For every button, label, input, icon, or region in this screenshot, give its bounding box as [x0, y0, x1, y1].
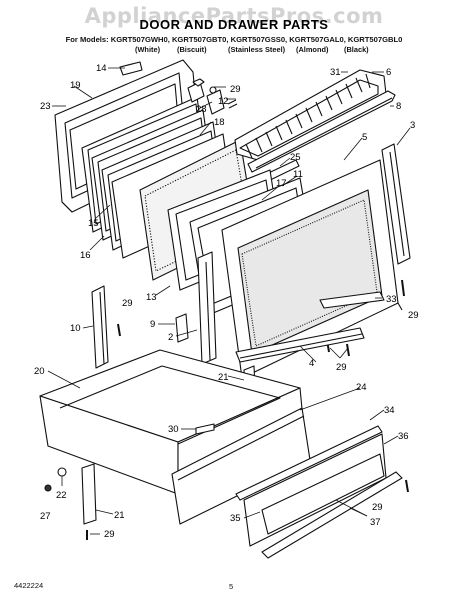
callout: 4	[309, 358, 314, 369]
callout: 14	[96, 63, 107, 74]
callout: 30	[168, 424, 179, 435]
callout: 21	[114, 510, 125, 521]
callout-numbers: 14 19 23 28 12 29 18 31 6 8 3 5 25 11 17…	[34, 63, 419, 540]
callout: 29	[336, 362, 347, 373]
callout: 29	[408, 310, 419, 321]
drawer-slide-left	[91, 285, 109, 369]
document-code: 4422224	[14, 581, 44, 590]
callout: 10	[70, 323, 81, 334]
callout: 17	[276, 178, 287, 189]
door-clip	[119, 61, 143, 76]
callout: 33	[386, 294, 397, 305]
callout: 29	[372, 502, 383, 513]
finish-label: (Black)	[344, 45, 369, 54]
models-line: For Models: KGRT507GWH0, KGRT507GBT0, KG…	[65, 35, 403, 44]
door-handle	[247, 90, 396, 173]
callout: 18	[214, 117, 225, 128]
callout: 5	[362, 132, 367, 143]
callout: 31	[330, 67, 341, 78]
callout: 29	[230, 84, 241, 95]
door-hinge-bracket	[235, 291, 385, 363]
callout: 2	[168, 332, 173, 343]
callout: 12	[218, 96, 229, 107]
callout: 8	[396, 101, 401, 112]
callout: 23	[40, 101, 51, 112]
page-number: 5	[229, 582, 234, 591]
callout: 22	[56, 490, 67, 501]
finish-label: (Stainless Steel)	[228, 45, 286, 54]
callout: 15	[88, 218, 99, 229]
watermark: AppliancePartsPros.com	[84, 4, 384, 28]
callout: 19	[70, 80, 81, 91]
callout: 35	[230, 513, 241, 524]
page-title: DOOR AND DRAWER PARTS	[139, 17, 329, 32]
callout: 37	[370, 517, 381, 528]
callout: 27	[40, 511, 51, 522]
callout: 3	[410, 120, 415, 131]
outer-door-panel	[221, 159, 403, 385]
callout: 16	[80, 250, 91, 261]
callout: 24	[356, 382, 367, 393]
door-side-trim	[381, 143, 411, 265]
callout: 9	[150, 319, 155, 330]
finish-label: (Almond)	[296, 45, 329, 54]
door-hinge-brackets	[187, 78, 225, 115]
callout: 28	[196, 104, 207, 115]
drawer-trim-strips	[235, 425, 403, 559]
door-vent-trim	[234, 69, 387, 161]
callout: 34	[384, 405, 395, 416]
leader-lines	[47, 67, 411, 535]
callout: 25	[290, 152, 301, 163]
finish-label: (White)	[135, 45, 161, 54]
screws	[86, 99, 409, 540]
callout: 20	[34, 366, 45, 377]
callout: 6	[386, 67, 391, 78]
callout: 36	[398, 431, 409, 442]
callout: 29	[104, 529, 115, 540]
door-hinge-arm	[175, 251, 217, 365]
callout: 11	[293, 169, 303, 180]
callout: 13	[146, 292, 157, 303]
finish-label: (Biscuit)	[177, 45, 207, 54]
callout: 21	[218, 372, 229, 383]
callout: 29	[122, 298, 133, 309]
